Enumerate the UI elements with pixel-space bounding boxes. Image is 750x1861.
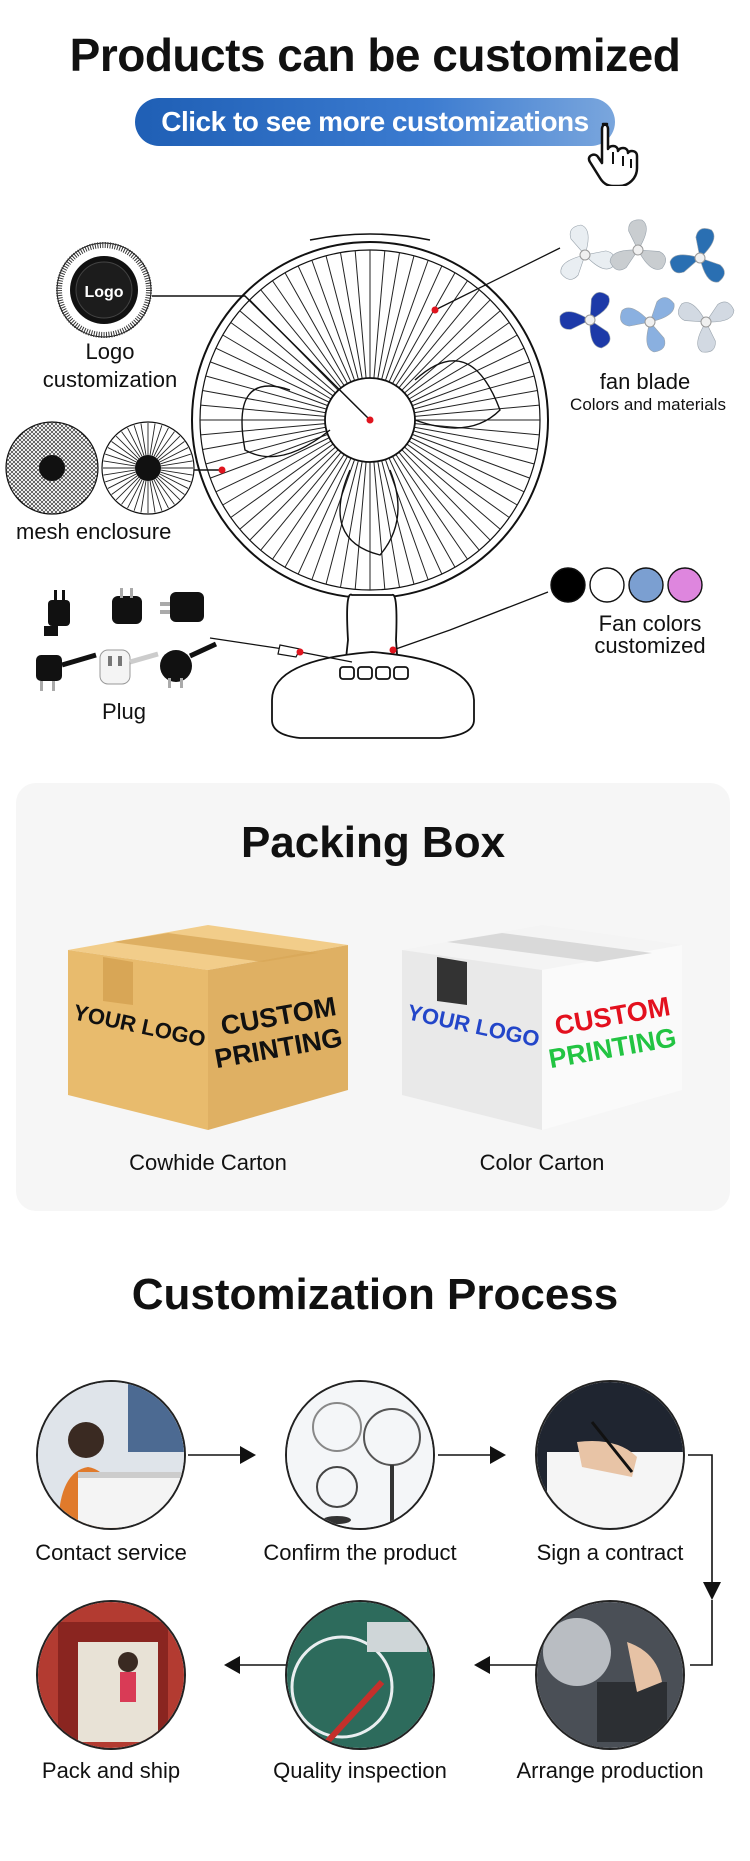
cowhide-carton-image: YOUR LOGO CUSTOM PRINTING: [68, 925, 348, 1130]
mesh-enclosure-icons: [5, 421, 195, 515]
fan-colors-label: Fan colors customized: [594, 611, 706, 658]
step-4-label: Arrange production: [516, 1758, 704, 1783]
cowhide-carton-caption: Cowhide Carton: [129, 1150, 287, 1175]
color-swatch: [667, 567, 703, 603]
step-arrange-production-image: [535, 1600, 685, 1750]
fan-blade-sublabel: Colors and materials: [570, 395, 726, 414]
hand-pointer-icon: [587, 122, 639, 186]
packing-box-title: Packing Box: [240, 818, 506, 867]
step-pack-and-ship-image: [36, 1600, 186, 1750]
mesh-enclosure-label: mesh enclosure: [16, 519, 172, 544]
svg-text:Logo: Logo: [84, 284, 123, 301]
fan-diagram: Logo: [5, 219, 735, 739]
fan-stand-illustration: [271, 593, 475, 739]
color-swatch: [589, 567, 625, 603]
color-carton-image: YOUR LOGO CUSTOM PRINTING: [402, 925, 682, 1130]
step-contact-service-image: [36, 1380, 186, 1530]
step-1-label: Contact service: [35, 1540, 187, 1565]
logo-callout-label: Logo customization: [42, 339, 178, 392]
fan-blade-sample-icon: [678, 301, 735, 353]
fan-guard-illustration: [191, 233, 549, 599]
fan-blade-sample-icon: [559, 292, 611, 349]
page-title: Products can be customized: [69, 29, 681, 81]
fan-blade-samples: [559, 219, 735, 353]
plug-label: Plug: [101, 699, 147, 724]
plug-icons: [36, 588, 218, 691]
fan-blade-label: fan blade: [599, 369, 691, 394]
color-swatch: [550, 567, 586, 603]
step-3-label: Sign a contract: [536, 1540, 684, 1565]
more-customizations-button[interactable]: Click to see more customizations: [135, 98, 615, 146]
step-6-label: Pack and ship: [41, 1758, 181, 1783]
step-2-label: Confirm the product: [263, 1540, 457, 1565]
color-swatch: [628, 567, 664, 603]
step-confirm-product-image: [285, 1380, 435, 1530]
fan-blade-sample-icon: [669, 228, 725, 283]
step-sign-contract-image: [535, 1380, 685, 1530]
process-title: Customization Process: [131, 1270, 619, 1319]
step-5-label: Quality inspection: [273, 1758, 447, 1783]
logo-badge-icon: Logo: [56, 242, 152, 338]
step-quality-inspection-image: [285, 1600, 435, 1750]
fan-blade-sample-icon: [609, 219, 666, 271]
fan-blade-sample-icon: [620, 297, 675, 353]
color-carton-caption: Color Carton: [479, 1150, 605, 1175]
fan-blade-sample-icon: [560, 224, 615, 280]
fan-color-swatches: [550, 567, 703, 603]
